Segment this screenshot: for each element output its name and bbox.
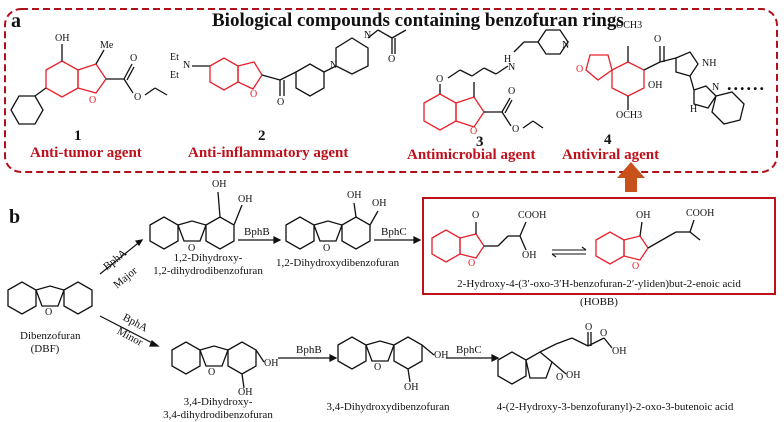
- butenoic-oh1-label: OH: [566, 370, 581, 381]
- butenoic-acid-o-label: O: [600, 328, 608, 339]
- c2-n-label: N: [183, 60, 191, 71]
- reaction-arrows: [99, 236, 500, 362]
- butenoic-acid-structure: [497, 332, 613, 385]
- dihydrodiol12-o-label: O: [188, 243, 196, 254]
- dihydrodiol12-oh1-label: OH: [212, 179, 227, 190]
- compound-4-activity: Antiviral agent: [562, 147, 660, 163]
- lower-enzyme-bphb: BphB: [296, 344, 322, 356]
- upper-enzyme-bphb: BphB: [244, 226, 270, 238]
- lower-intermediate2-name: 3,4-Dihydroxydibenzofuran: [326, 401, 450, 413]
- compound-3-activity: Antimicrobial agent: [407, 147, 536, 163]
- c2-et-upper-label: Et: [170, 52, 179, 63]
- c4-ring-o-label: O: [576, 64, 584, 75]
- compound-1-activity: Anti-tumor agent: [30, 145, 142, 161]
- connector-up-arrow: [617, 162, 645, 192]
- dbf-name: Dibenzofuran: [20, 330, 81, 342]
- compound-4-number: 4: [604, 132, 612, 148]
- compound-3-number: 3: [476, 134, 484, 150]
- c3-nh-label: H: [504, 54, 512, 65]
- dihydrodiol-34-structure: [171, 341, 265, 389]
- panel-b-letter: b: [9, 206, 21, 228]
- diol12-oh2-label: OH: [372, 198, 387, 209]
- c1-me-label: Me: [100, 40, 114, 51]
- compound-1-number: 1: [74, 128, 82, 144]
- hobb-box: [422, 197, 776, 295]
- c4-och3-upper-label: OCH3: [616, 20, 643, 31]
- diol34-oh1-label: OH: [434, 350, 449, 361]
- c4-ketone-o-label: O: [654, 34, 662, 45]
- compound-4-structure: [585, 46, 745, 125]
- c2-carbonyl-o-label: O: [277, 97, 285, 108]
- c2-ketone-o-label: O: [388, 54, 396, 65]
- c3-carbonyl-o-label: O: [508, 86, 516, 97]
- hobb-keto-structure: [431, 221, 527, 263]
- hobb-keto-o-label: O: [472, 210, 480, 221]
- dibenzofuran-structure: [7, 281, 93, 315]
- panel-a-letter: a: [11, 10, 21, 32]
- dbf-o-label: O: [45, 307, 53, 318]
- hobb-enol-oh-label: OH: [636, 210, 651, 221]
- compound-3-structure: [423, 29, 569, 131]
- c1-oh-label: OH: [55, 33, 70, 44]
- c4-oh-label: OH: [648, 80, 663, 91]
- c2-piperazine-n1-label: N: [330, 60, 338, 71]
- c4-pyrrole-nh-label: NH: [702, 58, 717, 69]
- dihydrodiol34-oh2-label: OH: [238, 387, 253, 398]
- panel-a-frame: [4, 8, 778, 173]
- butenoic-oh2-label: OH: [612, 346, 627, 357]
- more-compounds-ellipsis: ......: [727, 74, 766, 94]
- c2-et-lower-label: Et: [170, 70, 179, 81]
- upper-product-abbr: (HOBB): [580, 296, 618, 308]
- hobb-keto-oh-label: OH: [522, 250, 537, 261]
- diol-34-structure: [337, 336, 435, 383]
- compound-2-structure: [192, 29, 407, 97]
- c1-ring-o-label: O: [89, 95, 97, 106]
- hobb-keto-cooh-label: COOH: [518, 210, 547, 221]
- c4-imidazole-nh-label: H: [690, 104, 698, 115]
- dbf-abbr: (DBF): [30, 343, 60, 355]
- hobb-enol-ring-o-label: O: [632, 261, 640, 272]
- dihydrodiol34-o-label: O: [208, 367, 216, 378]
- equilibrium-arrows: [551, 246, 587, 258]
- dihydrodiol-12-structure: [149, 191, 243, 250]
- hobb-keto-ring-o-label: O: [468, 258, 476, 269]
- c3-ring-o-label: O: [470, 126, 478, 137]
- c1-carbonyl-o-label: O: [130, 53, 138, 64]
- c3-n-label: N: [508, 62, 516, 73]
- dihydrodiol12-oh2-label: OH: [238, 194, 253, 205]
- diol12-oh1-label: OH: [347, 190, 362, 201]
- butenoic-ring-o-label: O: [556, 372, 564, 383]
- dihydrodiol34-oh1-label: OH: [264, 358, 279, 369]
- hobb-enol-structure: [595, 219, 701, 265]
- panel-a-title: Biological compounds containing benzofur…: [212, 10, 624, 31]
- compound-2-number: 2: [258, 128, 266, 144]
- upper-enzyme-bphc: BphC: [381, 226, 407, 238]
- compound-1-structure: [10, 44, 168, 125]
- compound-2-activity: Anti-inflammatory agent: [188, 145, 349, 161]
- butenoic-keto-o-label: O: [585, 322, 593, 333]
- c3-ester-o-label: O: [512, 124, 520, 135]
- c4-imidazole-n-label: N: [712, 82, 720, 93]
- diol34-oh2-label: OH: [404, 382, 419, 393]
- upper-product-name: 2-Hydroxy-4-(3′-oxo-3′H-benzofuran-2′-yl…: [457, 278, 741, 290]
- upper-intermediate2-name: 1,2-Dihydroxydibenzofuran: [276, 257, 400, 269]
- lower-product-name: 4-(2-Hydroxy-3-benzofuranyl)-2-oxo-3-but…: [496, 401, 734, 413]
- lower-intermediate1-line2: 3,4-dihydrodibenzofuran: [163, 409, 273, 421]
- c2-ring-o-label: O: [250, 89, 258, 100]
- lower-intermediate1-line1: 3,4-Dihydroxy-: [183, 396, 253, 408]
- c2-piperazine-n2-label: N: [364, 30, 372, 41]
- diol12-o-label: O: [323, 243, 331, 254]
- c4-och3-lower-label: OCH3: [616, 110, 643, 121]
- diol-12-structure: [285, 202, 379, 250]
- c1-ester-o-label: O: [134, 92, 142, 103]
- hobb-enol-cooh-label: COOH: [686, 208, 715, 219]
- c3-pyridine-n-label: N: [562, 40, 570, 51]
- upper-intermediate1-line2: 1,2-dihydrodibenzofuran: [153, 265, 263, 277]
- c3-ether-o-label: O: [436, 74, 444, 85]
- diol34-o-label: O: [374, 362, 382, 373]
- lower-enzyme-bphc: BphC: [456, 344, 482, 356]
- upper-intermediate1-line1: 1,2-Dihydroxy-: [173, 252, 243, 264]
